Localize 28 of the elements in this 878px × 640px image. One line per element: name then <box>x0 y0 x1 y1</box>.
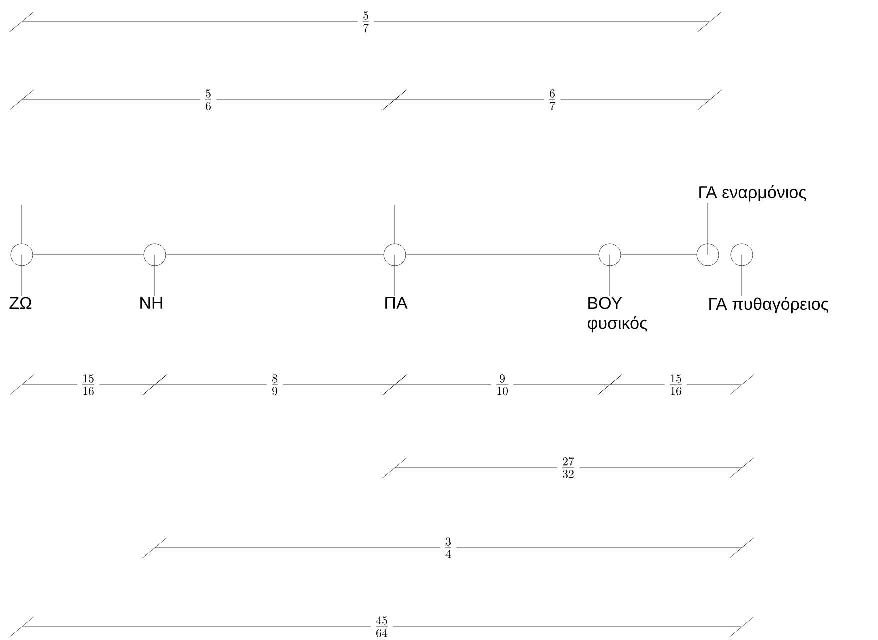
fraction-label: $\frac{15}{16}$ <box>77 370 100 400</box>
note-circle <box>598 244 622 266</box>
note-label: ΠΑ <box>386 297 408 309</box>
note-circle <box>730 244 754 266</box>
staff-line <box>33 254 144 256</box>
fraction-label: $\frac{5}{7}$ <box>358 8 374 36</box>
fraction-label: $\frac{3}{4}$ <box>440 534 457 562</box>
leader-line <box>154 254 156 296</box>
fraction-label: $\frac{45}{64}$ <box>370 612 394 640</box>
note-circle <box>10 244 34 266</box>
note-label: ΓΑ πυθαγόρειος <box>710 297 828 314</box>
fraction-label: $\frac{6}{7}$ <box>544 86 561 114</box>
staff-line <box>406 254 599 256</box>
staff-line <box>621 254 697 256</box>
fraction-label: $\frac{9}{10}$ <box>491 370 514 400</box>
fraction-label: $\frac{5}{6}$ <box>200 86 217 114</box>
fraction-label: $\frac{15}{16}$ <box>664 370 688 400</box>
note-circle <box>144 244 166 266</box>
note-circle <box>696 244 720 266</box>
note-circle <box>384 244 406 266</box>
note-label: ΓΑ εναρμόνιος <box>700 185 806 202</box>
fraction-label: $\frac{27}{32}$ <box>557 454 580 482</box>
note-label: ΝΗ <box>140 297 162 309</box>
staff-line <box>166 254 384 256</box>
note-label: ΖΩ <box>10 297 32 310</box>
note-label: ΒΟΥ φυσικός <box>588 297 648 333</box>
fraction-label: $\frac{8}{9}$ <box>266 370 284 400</box>
leader-line <box>394 254 396 296</box>
